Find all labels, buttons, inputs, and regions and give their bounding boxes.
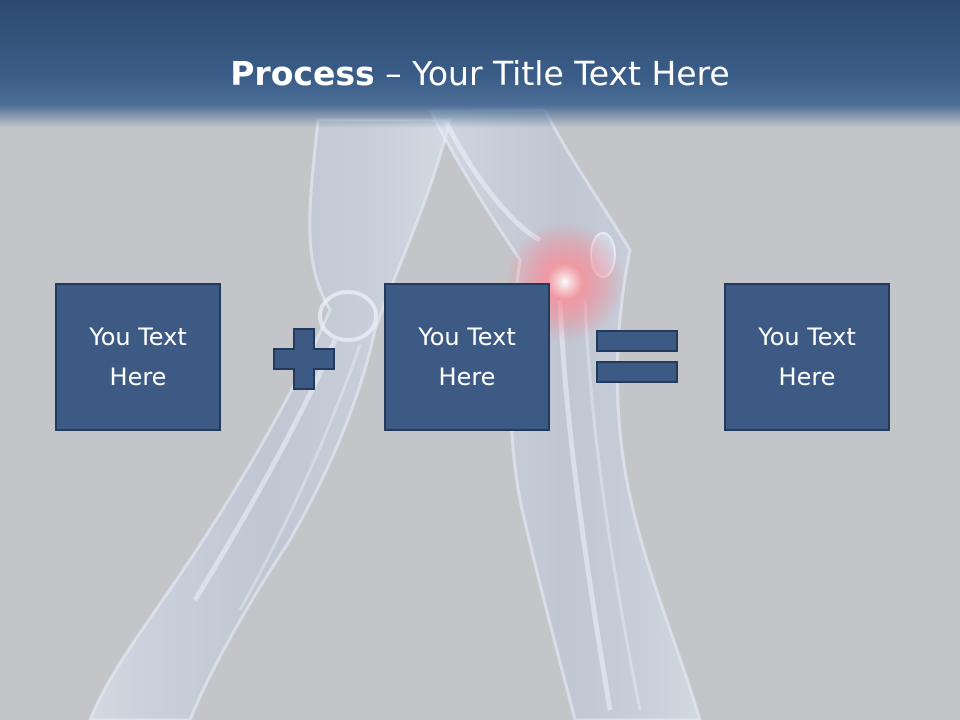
process-box-2-label: You Text Here	[418, 323, 516, 391]
process-box-2[interactable]: You Text Here	[384, 283, 550, 431]
process-box-3-label: You Text Here	[758, 323, 856, 391]
process-box-1[interactable]: You Text Here	[55, 283, 221, 431]
equals-icon	[596, 330, 678, 383]
slide-title[interactable]: Process – Your Title Text Here	[0, 52, 960, 96]
title-rest-text: – Your Title Text Here	[374, 54, 730, 93]
plus-icon	[273, 328, 335, 390]
process-box-1-label: You Text Here	[89, 323, 187, 391]
title-bar	[0, 0, 960, 128]
process-box-3[interactable]: You Text Here	[724, 283, 890, 431]
title-bold-text: Process	[230, 54, 375, 93]
